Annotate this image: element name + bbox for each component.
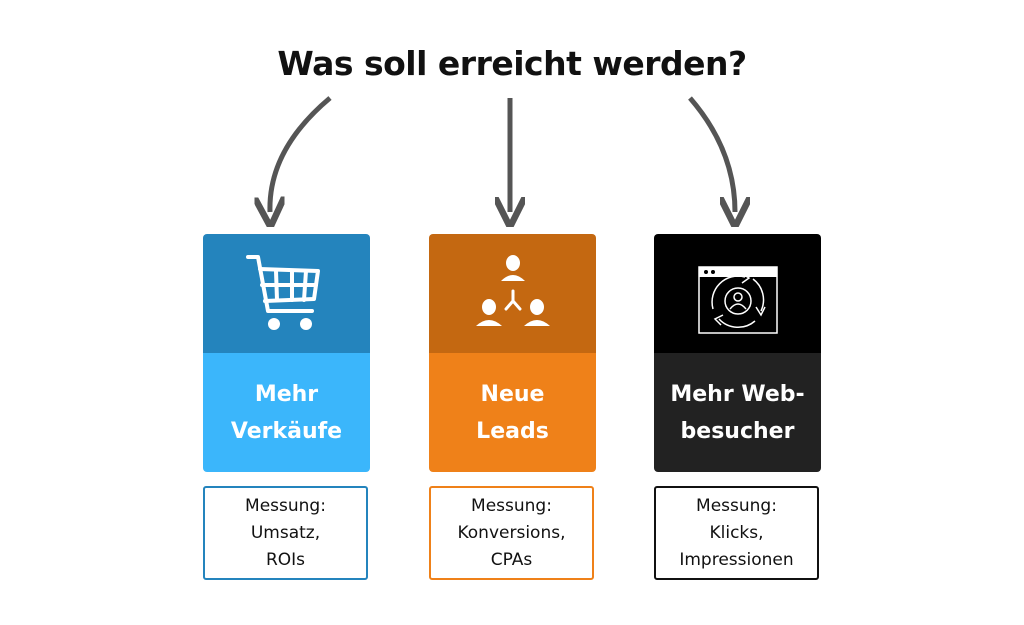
card-title-line2: Leads (476, 418, 549, 444)
measure-label: Messung: (696, 495, 777, 516)
card-title-line1: Mehr Web- (670, 381, 805, 407)
diagram-title: Was soll erreicht werden? (277, 44, 747, 83)
card-more-web-visitors: Mehr Web-besucher (654, 234, 821, 472)
measure-metric: Impressionen (679, 549, 794, 570)
measure-metric: CPAs (490, 549, 533, 570)
measure-metric: Klicks, (709, 522, 764, 543)
measure-label: Messung: (471, 495, 552, 516)
card-title-line1: Neue (480, 381, 545, 407)
arrow-right (688, 96, 735, 212)
card-title-line2: besucher (680, 418, 795, 444)
measure-metric: Umsatz, (250, 522, 321, 543)
arrow-left (270, 96, 332, 212)
people-network-icon (475, 254, 550, 326)
measure-label: Messung: (245, 495, 326, 516)
measure-box-sales: Messung: Umsatz, ROIs (203, 486, 368, 580)
measure-metric: Konversions, (457, 522, 566, 543)
card-title-line1: Mehr (254, 381, 319, 407)
website-visitor-icon (697, 265, 778, 334)
measure-metric: ROIs (265, 549, 306, 570)
card-title-line2: Verkäufe (230, 418, 343, 444)
shopping-cart-icon (245, 254, 320, 330)
measure-box-visitors: Messung: Klicks, Impressionen (654, 486, 819, 580)
measure-box-leads: Messung: Konversions, CPAs (429, 486, 594, 580)
